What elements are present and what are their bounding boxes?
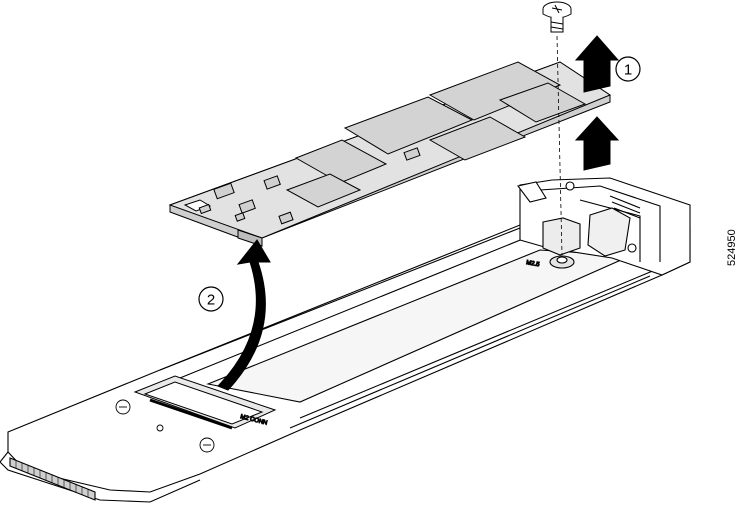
up-arrow-icon	[574, 116, 620, 171]
edge-connector	[9, 457, 96, 501]
screw-guide-line	[556, 35, 563, 256]
lift-arrows	[574, 35, 620, 171]
up-arrow-icon	[574, 35, 620, 93]
edge-connector-fingers	[15, 460, 89, 497]
screw-icon	[156, 424, 164, 432]
tray-front-edge	[0, 451, 201, 503]
controller-chip	[294, 139, 388, 184]
tray-rail-top	[159, 227, 656, 429]
curved-arrow-icon	[217, 239, 271, 391]
nand-chip	[428, 61, 562, 121]
tray-screws	[115, 399, 215, 453]
callout-1: 1	[615, 56, 641, 82]
m2-ssd-module	[168, 61, 612, 247]
standoff-marking: M2.5	[526, 260, 541, 268]
callout-2: 2	[198, 286, 224, 312]
callout-1-label: 1	[624, 62, 632, 79]
dram-chip	[285, 173, 362, 208]
carrier-tray	[0, 224, 691, 503]
rotate-arrow	[217, 239, 271, 391]
retention-bracket: M2.5	[517, 177, 691, 276]
nand-chip	[498, 82, 587, 123]
retaining-screw	[542, 1, 572, 33]
nand-chip	[428, 116, 527, 161]
callout-2-label: 2	[207, 292, 215, 309]
figure-id: 524950	[726, 229, 738, 266]
nand-chip	[343, 96, 474, 155]
